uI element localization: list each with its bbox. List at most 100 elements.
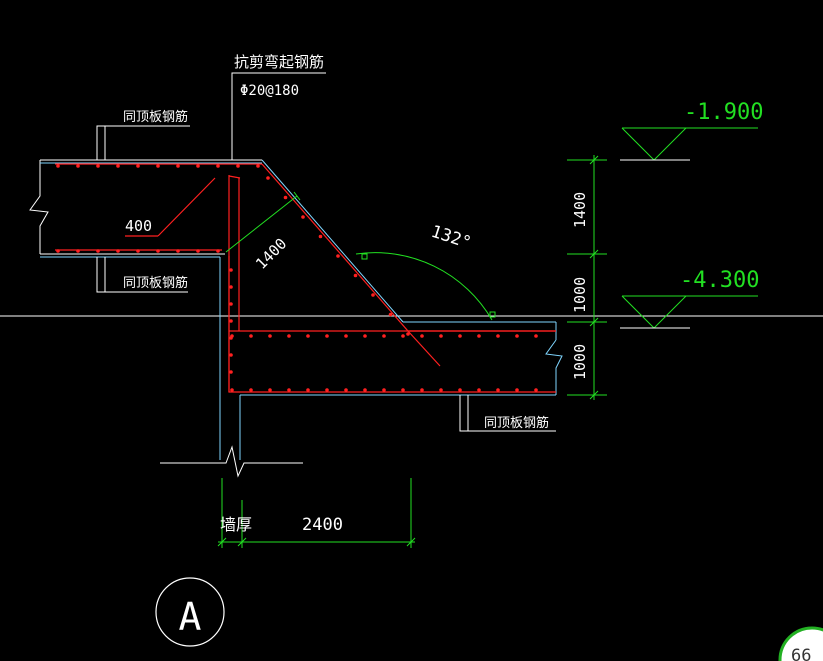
rebar-dot — [515, 334, 519, 338]
rebar-dot — [256, 164, 260, 168]
angle-tick-a — [361, 253, 368, 260]
rebar-dot — [287, 334, 291, 338]
rebar-dot — [325, 388, 329, 392]
rebar-dot — [156, 164, 160, 168]
rebar-dot — [236, 164, 240, 168]
rebar-dot — [216, 164, 220, 168]
rebar-dot — [534, 388, 538, 392]
elevation-upper: -1.900 — [684, 100, 763, 125]
rebar-dot — [477, 334, 481, 338]
rebar-dot — [229, 370, 233, 374]
rebar-dot — [266, 176, 270, 180]
rebar-dot — [283, 195, 288, 200]
rebar-dot — [420, 334, 424, 338]
rebar-dots — [56, 164, 538, 392]
zoom-badge-label: 66 — [791, 646, 811, 661]
same-as-top-label-lower: 同顶板钢筋 — [484, 415, 549, 431]
rebar-dot — [136, 164, 140, 168]
rebar-dot — [420, 388, 424, 392]
same-as-top-label-upper: 同顶板钢筋 — [123, 109, 188, 125]
rebar-dot — [344, 334, 348, 338]
same-as-top-label-middle: 同顶板钢筋 — [123, 275, 188, 291]
rebar-dot — [229, 285, 233, 289]
bent-bar-title: 抗剪弯起钢筋 — [234, 53, 324, 71]
rebar-dot — [301, 215, 305, 219]
wall-break-line — [160, 445, 303, 478]
dimension-400: 400 — [125, 217, 152, 235]
rebar-dot — [76, 249, 80, 253]
dimension-1400-vertical: 1400 — [571, 192, 589, 228]
rebar-dot — [496, 334, 500, 338]
rebar-dot — [344, 388, 348, 392]
haunch-outline — [261, 159, 556, 323]
rebar-dot — [439, 388, 443, 392]
rebar-dot — [116, 249, 120, 253]
rebar-dot — [230, 388, 234, 392]
section-mark-circle — [155, 577, 225, 647]
rebar-dot — [371, 293, 375, 297]
angle-tick-b — [489, 311, 496, 318]
rebar-dot — [388, 312, 393, 317]
rebar-dot — [458, 388, 462, 392]
rebar-dot — [401, 334, 405, 338]
upper-slab-outline — [29, 159, 262, 255]
rebar-dot — [306, 334, 310, 338]
rebar-dot — [96, 164, 100, 168]
wall-outline — [219, 257, 241, 460]
rebar-dot — [477, 388, 481, 392]
rebar-dot — [229, 336, 233, 340]
rebar-dot — [439, 334, 443, 338]
elevation-lower: -4.300 — [680, 268, 759, 293]
rebar-dot — [306, 388, 310, 392]
rebar-dot — [406, 332, 410, 336]
rebar-dot — [353, 273, 358, 278]
rebar-dot — [363, 334, 367, 338]
dimension-1000-upper: 1000 — [571, 277, 589, 313]
rebar-dot — [229, 302, 233, 306]
rebar-dot — [196, 164, 200, 168]
rebar-dot — [401, 388, 405, 392]
rebar-dot — [229, 319, 233, 323]
rebar-dot — [515, 388, 519, 392]
rebar-dot — [136, 249, 140, 253]
rebar-dot — [458, 334, 462, 338]
angle-label: 132° — [428, 222, 473, 254]
rebar-dot — [56, 249, 60, 253]
dimension-2400: 2400 — [302, 515, 343, 535]
rebar-dot — [268, 388, 272, 392]
rebar-dot — [176, 164, 180, 168]
rebar-dot — [363, 388, 367, 392]
rebar-dot — [229, 353, 233, 357]
lower-slab-outline — [240, 322, 563, 396]
rebar-dot — [287, 388, 291, 392]
rebar-dot — [229, 268, 233, 272]
rebar-dot — [96, 249, 100, 253]
dimension-1000-lower: 1000 — [571, 344, 589, 380]
rebar-dot — [336, 254, 340, 258]
rebar-dot — [56, 164, 60, 168]
rebar-dot — [496, 388, 500, 392]
rebar-dot — [76, 164, 80, 168]
rebar-dot — [196, 249, 200, 253]
wall-thickness-label: 墙厚 — [220, 515, 252, 534]
bent-bar-spec: Φ20@180 — [240, 83, 299, 99]
rebar-dot — [318, 234, 323, 239]
rebar-dot — [534, 334, 538, 338]
dimension-1400-diagonal: 1400 — [252, 235, 290, 273]
rebar-dot — [249, 388, 253, 392]
rebar-dot — [116, 164, 120, 168]
rebar-dot — [382, 334, 386, 338]
section-mark-letter: A — [179, 595, 202, 639]
zoom-badge-circle[interactable] — [778, 626, 823, 661]
zoom-badge[interactable]: 66 — [778, 626, 823, 661]
rebar-dot — [325, 334, 329, 338]
rebar-dot — [382, 388, 386, 392]
rebar-dot — [268, 334, 272, 338]
rebar-dot — [216, 249, 220, 253]
upper-slab-edge — [40, 162, 262, 258]
rebar-dot — [176, 249, 180, 253]
rebar-dot — [249, 334, 253, 338]
elevation-symbols-white — [620, 159, 690, 329]
rebar-dot — [156, 249, 160, 253]
